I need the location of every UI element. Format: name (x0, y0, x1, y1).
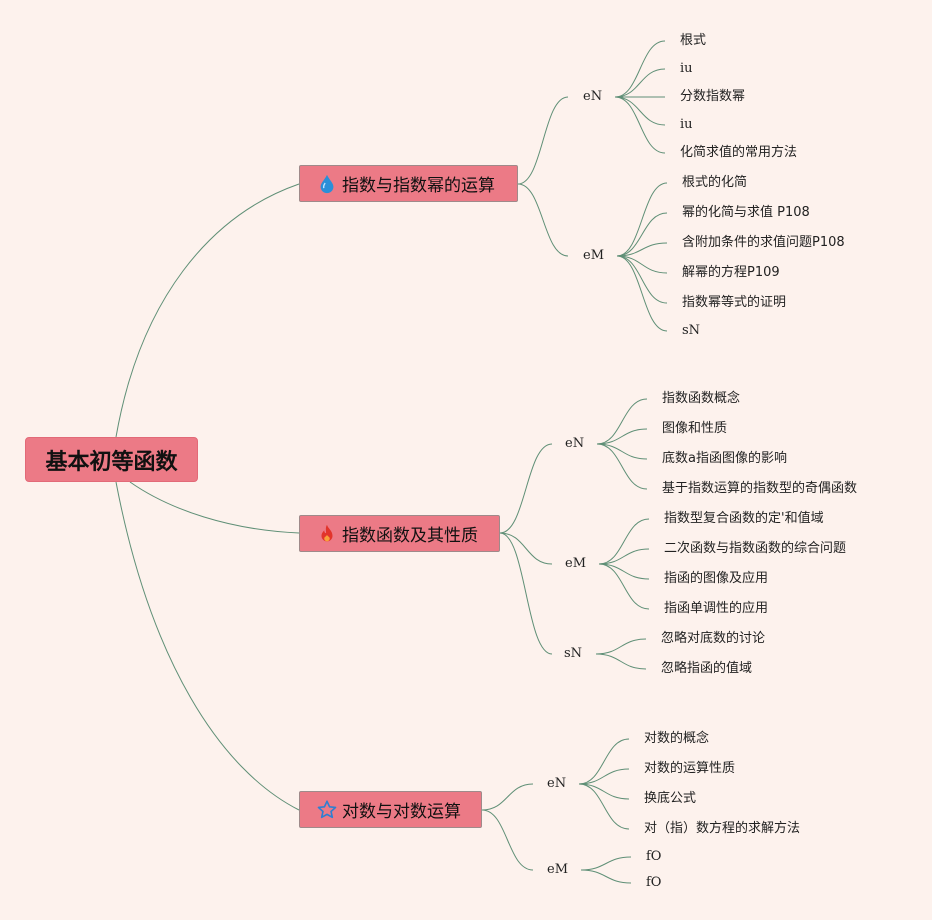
leaf-item[interactable]: 分数指数幂 (680, 89, 746, 104)
water-drop-icon (320, 174, 334, 193)
leaf-connector (578, 768, 630, 785)
leaf-item[interactable]: iu (680, 61, 693, 76)
leaf-item[interactable]: 指数函数概念 (662, 391, 741, 406)
leaf-connector (616, 182, 668, 257)
branch-connector (517, 183, 569, 257)
branch-connector (481, 809, 534, 871)
subnode-b2-sN[interactable]: sN (564, 646, 583, 661)
leaf-connector (580, 869, 632, 884)
leaf-connector (578, 783, 630, 830)
leaf-item[interactable]: 化简求值的常用方法 (680, 145, 798, 160)
leaf-item[interactable]: 忽略指函的值域 (661, 661, 753, 676)
star-icon (317, 799, 337, 818)
leaf-item[interactable]: 幂的化简与求值 P108 (682, 205, 810, 220)
leaf-item[interactable]: 换底公式 (644, 791, 697, 806)
leaf-item[interactable]: 基于指数运算的指数型的奇偶函数 (662, 481, 858, 496)
branch-label: 对数与对数运算 (342, 802, 461, 822)
leaf-connector (616, 255, 668, 304)
leaf-item[interactable]: fO (646, 849, 662, 864)
subnode-b1-eM[interactable]: eM (583, 248, 605, 263)
leaf-connector (598, 563, 650, 580)
branch-exponent-operations[interactable]: 指数与指数幂的运算 (299, 165, 518, 202)
leaf-connector (596, 443, 648, 490)
branch-label: 指数与指数幂的运算 (342, 176, 495, 196)
leaf-connector (595, 638, 647, 655)
leaf-item[interactable]: 指数幂等式的证明 (682, 295, 787, 310)
root-connector-3 (115, 481, 300, 811)
leaf-connector (616, 242, 668, 257)
leaf-item[interactable]: 二次函数与指数函数的综合问题 (664, 541, 847, 556)
leaf-item[interactable]: 对（指）数方程的求解方法 (644, 821, 801, 836)
branch-connector (481, 783, 534, 811)
leaf-connector (598, 548, 650, 565)
leaf-item[interactable]: 图像和性质 (662, 421, 728, 436)
leaf-connector (614, 68, 666, 98)
leaf-connector (598, 518, 650, 565)
fire-icon (321, 524, 333, 541)
branch-label: 指数函数及其性质 (342, 526, 478, 546)
leaf-item[interactable]: iu (680, 117, 693, 132)
subnode-b2-eN[interactable]: eN (565, 436, 585, 451)
leaf-item[interactable]: 底数a指函图像的影响 (662, 451, 787, 466)
leaf-item[interactable]: sN (682, 323, 701, 338)
leaf-connector (616, 255, 668, 332)
leaf-item[interactable]: 忽略对底数的讨论 (661, 631, 766, 646)
leaf-connector (578, 738, 630, 785)
root-connector-2 (129, 481, 300, 534)
leaf-connector (614, 96, 666, 126)
branch-logarithm-operations[interactable]: 对数与对数运算 (299, 791, 482, 828)
leaf-item[interactable]: 解幂的方程P109 (682, 265, 780, 280)
branch-connector (499, 532, 553, 655)
leaf-connector (595, 653, 647, 670)
leaf-connector (616, 255, 668, 274)
leaf-item[interactable]: 对数的运算性质 (644, 761, 736, 776)
leaf-connector (596, 428, 648, 445)
leaf-item[interactable]: 指函的图像及应用 (664, 571, 769, 586)
leaf-item[interactable]: 含附加条件的求值问题P108 (682, 235, 845, 250)
leaf-connector (596, 398, 648, 445)
branch-connector (517, 96, 569, 185)
leaf-item[interactable]: 指数型复合函数的定'和值域 (664, 511, 824, 526)
leaf-connector (596, 443, 648, 460)
subnode-b3-eN[interactable]: eN (547, 776, 567, 791)
leaf-connector (616, 212, 668, 257)
branch-connector (499, 532, 553, 565)
subnode-b2-eM[interactable]: eM (565, 556, 587, 571)
subnode-b3-eM[interactable]: eM (547, 862, 569, 877)
leaf-connector (614, 40, 666, 98)
leaf-connector (580, 856, 632, 871)
leaf-item[interactable]: 指函单调性的应用 (664, 601, 769, 616)
leaf-item[interactable]: 根式 (680, 33, 707, 48)
root-node[interactable]: 基本初等函数 (25, 437, 198, 482)
leaf-connector (578, 783, 630, 800)
leaf-connector (598, 563, 650, 610)
leaf-item[interactable]: 对数的概念 (644, 731, 710, 746)
branch-exponential-function[interactable]: 指数函数及其性质 (299, 515, 500, 552)
root-connector-1 (115, 183, 300, 438)
leaf-item[interactable]: 根式的化简 (682, 175, 748, 190)
leaf-connector (614, 96, 666, 154)
branch-connector (499, 443, 553, 534)
subnode-b1-eN[interactable]: eN (583, 89, 603, 104)
leaf-item[interactable]: fO (646, 875, 662, 890)
